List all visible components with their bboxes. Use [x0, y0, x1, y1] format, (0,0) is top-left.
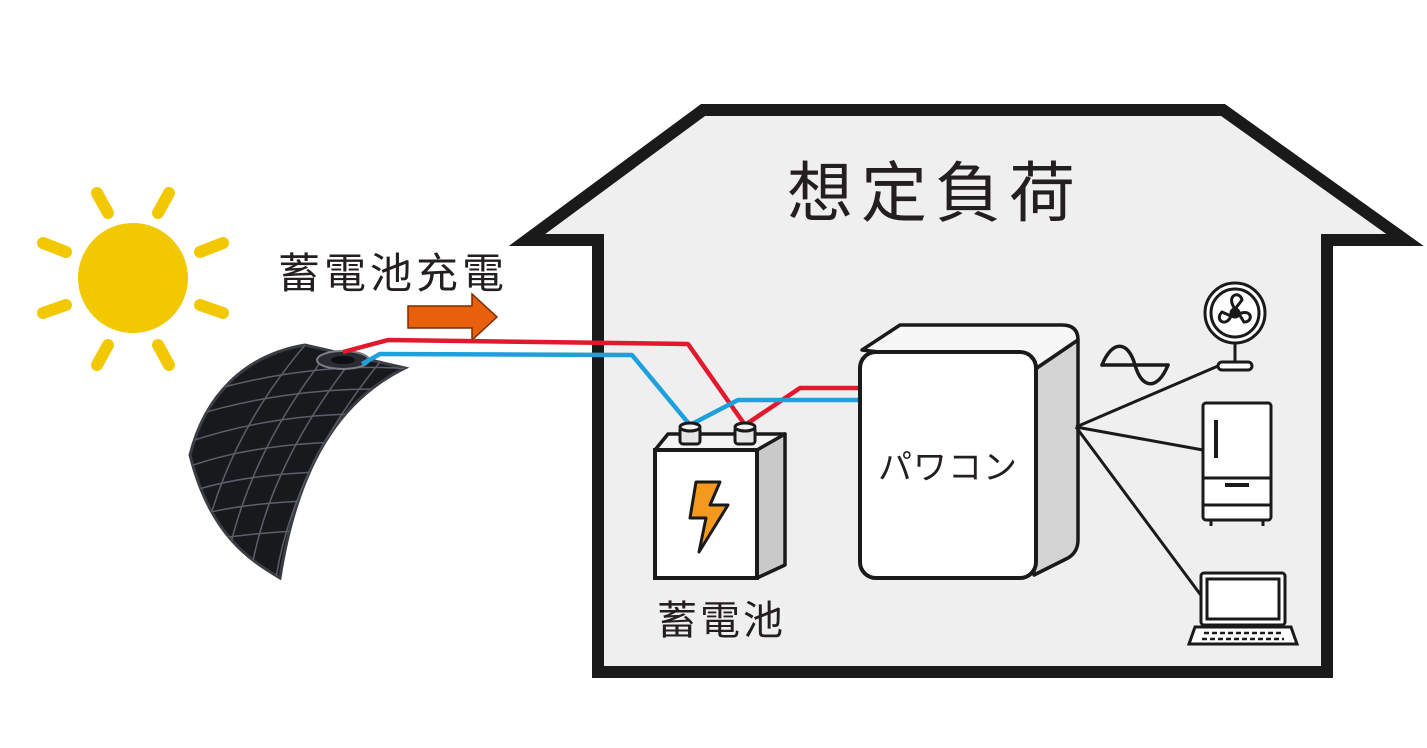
arrow-right-icon: [407, 292, 499, 342]
charge-label: 蓄電池充電: [278, 249, 509, 298]
positive-wire-panel-battery: [342, 337, 747, 427]
inverter-box: [858, 323, 1080, 580]
appliance-wires: [1074, 364, 1219, 599]
negative-wire-panel-battery: [360, 351, 692, 427]
solar-panel-icon: [188, 343, 410, 581]
lightning-icon: [688, 480, 730, 554]
battery-label: 蓄電池: [657, 598, 786, 644]
positive-wire-battery-inverter: [743, 385, 862, 427]
negative-wire-battery-inverter: [688, 397, 862, 427]
inverter-label: パワコン: [878, 448, 1018, 488]
ac-sine-icon: [1100, 344, 1170, 386]
laptop-icon: [1186, 571, 1300, 646]
house-title: 想定負荷: [787, 155, 1083, 232]
fan-icon: [1203, 281, 1267, 372]
battery-icon: [653, 421, 787, 580]
refrigerator-icon: [1201, 401, 1273, 526]
sun-icon: [37, 187, 229, 371]
